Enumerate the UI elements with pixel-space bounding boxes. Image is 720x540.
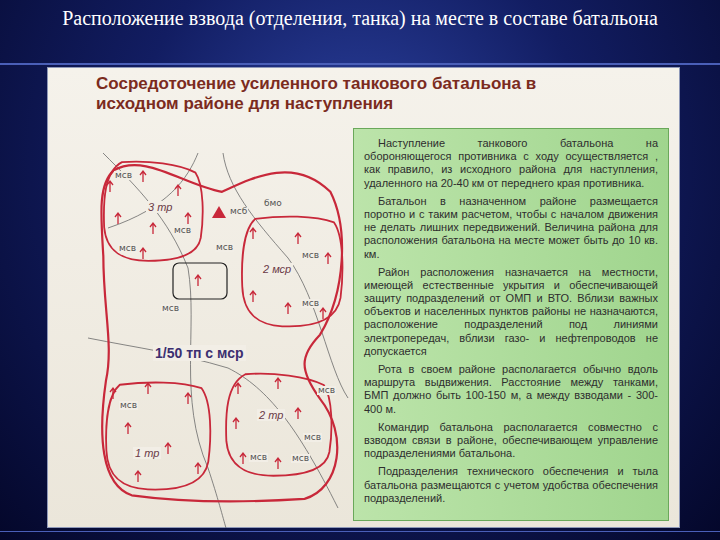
company-area: 1 тр [103,379,215,494]
paragraph: Наступление танкового батальона на оборо… [364,137,658,190]
area-outline [103,379,215,494]
paragraph: Командир батальона располагается совмест… [364,421,658,461]
unit-label: мсв [173,226,192,235]
vehicle-symbol [185,393,191,404]
unit-label: мсв [249,453,268,462]
vehicle-symbol [140,171,146,182]
command-area [173,263,227,299]
unit-label: мсв [161,304,180,313]
vehicle-symbol [295,233,301,244]
unit-label: мсв [291,454,310,463]
vehicle-symbol [125,423,131,434]
text-panel: Наступление танкового батальона на оборо… [353,128,669,521]
unit-label: бмо [263,199,283,208]
road [108,153,198,228]
area-outline-path [242,217,342,327]
unit-label: мсв [301,251,320,260]
panel-heading: Сосредоточение усиленного танкового бата… [96,74,606,115]
slide-title: Расположение взвода (отделения, танка) н… [60,6,660,31]
unit-label: мсв [118,244,137,253]
vehicle-symbol [250,291,256,302]
vehicle-symbol [250,228,256,239]
vehicle-symbol [295,408,301,419]
unit-label: мсв [317,386,336,395]
area-outline-path [106,382,210,489]
vehicle-symbol [145,383,151,394]
title-rule [0,63,720,65]
command-post-triangle [212,206,226,218]
roads [88,153,348,528]
unit-label: мсб [229,207,248,216]
paragraph: Рота в своем районе располагается обычно… [364,363,658,416]
vehicle-symbol [135,471,141,482]
vehicle-symbol [235,383,241,394]
vehicle-symbol [175,185,181,196]
unit-label: мсв [119,401,138,410]
battalion-label: 1/50 тп с мср [153,345,246,361]
area-outline [93,149,351,506]
vehicle-symbol [185,213,191,224]
unit-label: мсв [215,243,234,252]
vehicle-symbol [320,308,326,319]
company-area: 2 мср [239,213,347,331]
company-label: 3 тр [146,201,174,213]
vehicle-symbol [150,223,156,234]
company-label: 1 тр [133,447,161,459]
paragraph: Батальон в назначенном районе размещаетс… [364,195,658,261]
area-outline-path [104,162,203,261]
unit-label: мсв [301,299,320,308]
vehicle-symbol [165,443,171,454]
road [88,338,338,508]
unit-label: мсв [303,433,322,442]
vehicle-symbol [275,378,281,389]
vehicle-symbol [140,248,146,259]
area-outline-path [101,165,342,501]
vehicle-symbol [195,463,201,474]
vehicle-symbol [233,418,239,429]
vehicle-symbol [325,253,331,264]
battalion-area: 1/50 тп с мср 3 тр 2 мср 2 тр 1 тр [93,149,351,506]
vehicle-symbol [195,275,201,286]
company-label: 2 тр [257,409,285,421]
road [103,153,226,528]
vehicle-symbol [275,458,281,469]
slide-panel: Сосредоточение усиленного танкового бата… [47,67,680,528]
vehicle-symbol [240,453,246,464]
bottom-rule [0,531,720,532]
paragraph: Район расположения назначается на местно… [364,266,658,358]
company-label: 2 мср [261,263,293,275]
vehicle-symbol [285,303,291,314]
vehicle-symbol [115,213,121,224]
paragraph: Подразделения технического обеспечения и… [364,465,658,505]
area-outline-path [226,374,331,476]
unit-label: мсв [114,171,133,180]
